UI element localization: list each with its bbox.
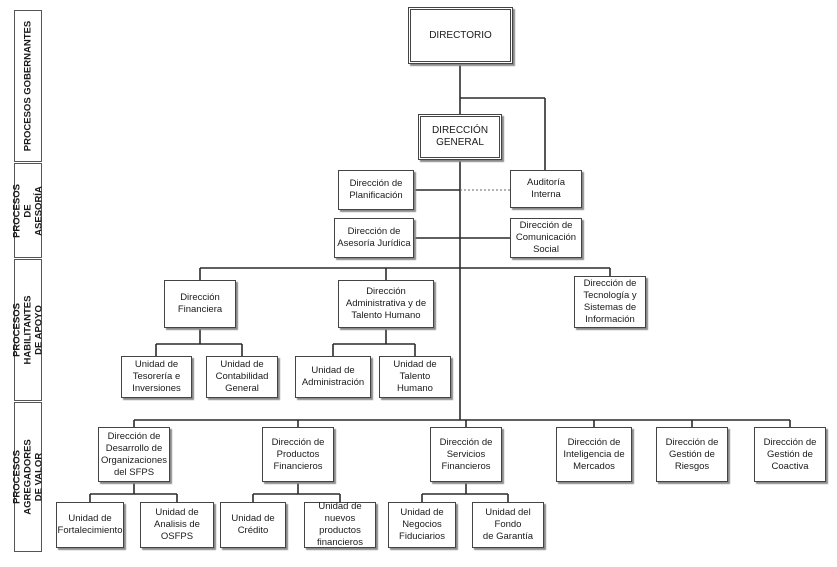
box-direccion-servicios: Dirección de Servicios Financieros <box>430 427 502 482</box>
box-direccion-productos: Dirección de Productos Financieros <box>262 427 334 482</box>
box-direccion-administrativa: Dirección Administrativa y de Talento Hu… <box>338 280 434 328</box>
box-auditoria-interna: Auditoría Interna <box>510 170 582 208</box>
box-comunicacion-social: Dirección de Comunicación Social <box>510 218 582 258</box>
box-direccion-tecnologia: Dirección de Tecnología y Sistemas de In… <box>574 276 646 328</box>
box-direccion-planificacion: Dirección de Planificación <box>338 170 414 210</box>
label-procesos-asesoria: PROCESOS DE ASESORÍA <box>12 163 45 258</box>
box-unidad-contabilidad: Unidad de Contabilidad General <box>206 356 278 398</box>
label-procesos-habilitantes: PROCESOS HABILITANTES DE APOYO <box>12 259 45 401</box>
box-unidad-talento-humano: Unidad de Talento Humano <box>379 356 451 398</box>
box-unidad-nuevos-productos: Unidad de nuevos productos financieros <box>304 501 376 548</box>
box-direccion-inteligencia: Dirección de Inteligencia de Mercados <box>556 427 632 482</box>
box-direccion-general: DIRECCIÓN GENERAL <box>418 114 502 160</box>
box-direccion-riesgos: Dirección de Gestión de Riesgos <box>656 427 728 482</box>
box-unidad-fortalecimiento: Unidad de Fortalecimiento <box>56 502 124 548</box>
label-procesos-agregadores: PROCESOS AGREGADORES DE VALOR <box>12 402 45 552</box>
box-unidad-administracion: Unidad de Administración <box>295 356 371 398</box>
box-direccion-desarrollo: Dirección de Desarrollo de Organizacione… <box>98 427 170 482</box>
box-direccion-coactiva: Dirección de Gestión de Coactiva <box>754 427 826 482</box>
box-unidad-fondo-garantia: Unidad del Fondo de Garantía <box>472 502 544 548</box>
box-asesoria-juridica: Dirección de Asesoría Jurídica <box>334 218 414 258</box>
box-unidad-tesoreria: Unidad de Tesorería e Inversiones <box>121 356 192 398</box>
label-procesos-gobernantes: PROCESOS GOBERNANTES <box>14 10 42 162</box>
box-direccion-financiera: Dirección Financiera <box>164 280 236 328</box>
box-unidad-analisis-osfps: Unidad de Analisis de OSFPS <box>140 502 214 548</box>
box-unidad-negocios-fiduciarios: Unidad de Negocios Fiduciarios <box>388 502 456 548</box>
box-unidad-credito: Unidad de Crédito <box>220 502 286 548</box>
box-directorio: DIRECTORIO <box>408 7 513 64</box>
